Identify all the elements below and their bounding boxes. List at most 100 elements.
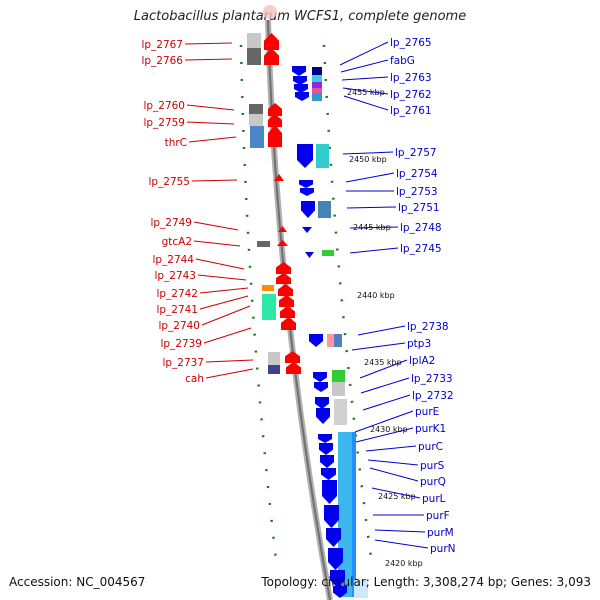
gene-label[interactable]: lp_2759 <box>143 117 185 129</box>
gene-arrow <box>276 262 291 274</box>
gene-arrow <box>264 48 279 65</box>
gene-label[interactable]: purL <box>422 493 446 505</box>
gene-arrow <box>277 240 288 246</box>
page-title: Lactobacillus plantarum WCFS1, complete … <box>133 9 467 24</box>
gene-arrow <box>328 548 343 570</box>
gene-label[interactable]: cah <box>185 373 204 385</box>
gene-arrow <box>297 144 313 168</box>
feature-box <box>334 399 347 425</box>
gene-arrow <box>280 306 295 318</box>
feature-box <box>322 250 334 256</box>
gene-arrow <box>321 468 336 480</box>
feature-box <box>352 432 356 597</box>
feature-box <box>247 48 261 65</box>
gene-label[interactable]: lp_2748 <box>400 222 442 234</box>
gene-label[interactable]: lp_2741 <box>156 304 198 316</box>
gene-label[interactable]: thrC <box>165 137 187 149</box>
gene-label[interactable]: lp_2754 <box>396 168 438 180</box>
gene-label[interactable]: lp_2732 <box>412 390 454 402</box>
gene-arrow <box>294 84 308 93</box>
gene-label[interactable]: lp_2762 <box>390 89 432 101</box>
forward-strand-genes <box>247 33 301 374</box>
gene-label[interactable]: lp_2738 <box>407 321 449 333</box>
gene-label[interactable]: lp_2755 <box>148 176 190 188</box>
feature-box <box>268 365 280 374</box>
gene-label[interactable]: lplA2 <box>409 355 435 367</box>
scale-label: 2435 kbp <box>364 358 402 367</box>
gene-label[interactable]: lp_2745 <box>400 243 442 255</box>
gene-label[interactable]: lp_2744 <box>152 254 194 266</box>
gene-arrow <box>326 528 341 547</box>
gene-arrow <box>300 188 314 196</box>
gene-arrow <box>313 372 327 382</box>
gene-label[interactable]: fabG <box>390 55 415 67</box>
gene-label[interactable]: gtcA2 <box>162 236 192 248</box>
topology-text: Topology: circular; Length: 3,308,274 bp… <box>261 575 591 589</box>
feature-box <box>332 382 345 396</box>
gene-label[interactable]: lp_2753 <box>396 186 438 198</box>
gene-label[interactable]: lp_2733 <box>411 373 453 385</box>
gene-label[interactable]: ptp3 <box>407 338 431 350</box>
gene-label[interactable]: lp_2751 <box>398 202 440 214</box>
gene-label[interactable]: lp_2742 <box>156 288 198 300</box>
scale-label: 2455 kbp <box>347 88 385 97</box>
feature-box <box>312 88 322 93</box>
gene-arrow <box>279 295 294 307</box>
gene-label[interactable]: lp_2757 <box>395 147 437 159</box>
feature-box <box>316 144 329 168</box>
gene-label[interactable]: lp_2765 <box>390 37 432 49</box>
gene-label[interactable]: purS <box>420 460 445 472</box>
scale-label: 2450 kbp <box>349 155 387 164</box>
feature-box <box>354 580 368 598</box>
gene-arrow <box>278 284 293 296</box>
gene-arrow <box>274 174 284 181</box>
scale-label: 2420 kbp <box>385 559 423 568</box>
gene-arrow <box>333 586 347 598</box>
gene-arrow <box>285 351 300 363</box>
gene-label[interactable]: purN <box>430 543 456 555</box>
feature-box <box>257 241 270 247</box>
gene-label[interactable]: lp_2740 <box>158 320 200 332</box>
tick-track-left <box>239 44 278 561</box>
gene-arrow <box>299 180 313 188</box>
gene-label[interactable]: purC <box>418 441 443 453</box>
gene-label[interactable]: lp_2766 <box>141 55 183 67</box>
gene-label[interactable]: purM <box>427 527 454 539</box>
gene-label[interactable]: lp_2743 <box>154 270 196 282</box>
gene-arrow <box>268 103 282 116</box>
gene-arrow <box>264 33 279 50</box>
gene-label[interactable]: purE <box>415 406 439 418</box>
gene-label[interactable]: lp_2760 <box>143 100 185 112</box>
feature-box <box>249 104 263 114</box>
gene-label[interactable]: lp_2737 <box>162 357 204 369</box>
right-gene-labels: lp_2765 fabG lp_2763 lp_2762 lp_2761 lp_… <box>339 37 456 555</box>
gene-label[interactable]: lp_2761 <box>390 105 432 117</box>
gene-arrow <box>276 273 291 284</box>
gene-label[interactable]: purF <box>426 510 450 522</box>
gene-arrow <box>295 92 309 101</box>
feature-box <box>250 126 264 148</box>
gene-arrow <box>286 362 301 374</box>
gene-arrow <box>316 408 330 424</box>
feature-box <box>312 75 322 82</box>
gene-arrow <box>314 382 328 392</box>
gene-label[interactable]: purQ <box>420 476 446 488</box>
scale-label: 2425 kbp <box>378 492 416 501</box>
feature-box <box>312 67 322 75</box>
feature-box <box>312 93 322 101</box>
feature-box <box>327 334 334 347</box>
feature-box <box>262 294 276 320</box>
feature-box <box>332 370 345 382</box>
gene-arrow <box>278 226 287 232</box>
gene-arrow <box>268 114 282 127</box>
gene-arrow <box>315 397 329 409</box>
gene-arrow <box>302 227 312 233</box>
gene-label[interactable]: lp_2763 <box>390 72 432 84</box>
gene-label[interactable]: purK1 <box>415 423 446 435</box>
gene-label[interactable]: lp_2767 <box>141 39 183 51</box>
gene-label[interactable]: lp_2739 <box>160 338 202 350</box>
gene-arrow <box>324 505 339 528</box>
gene-arrow <box>281 317 296 330</box>
gene-label[interactable]: lp_2749 <box>150 217 192 229</box>
